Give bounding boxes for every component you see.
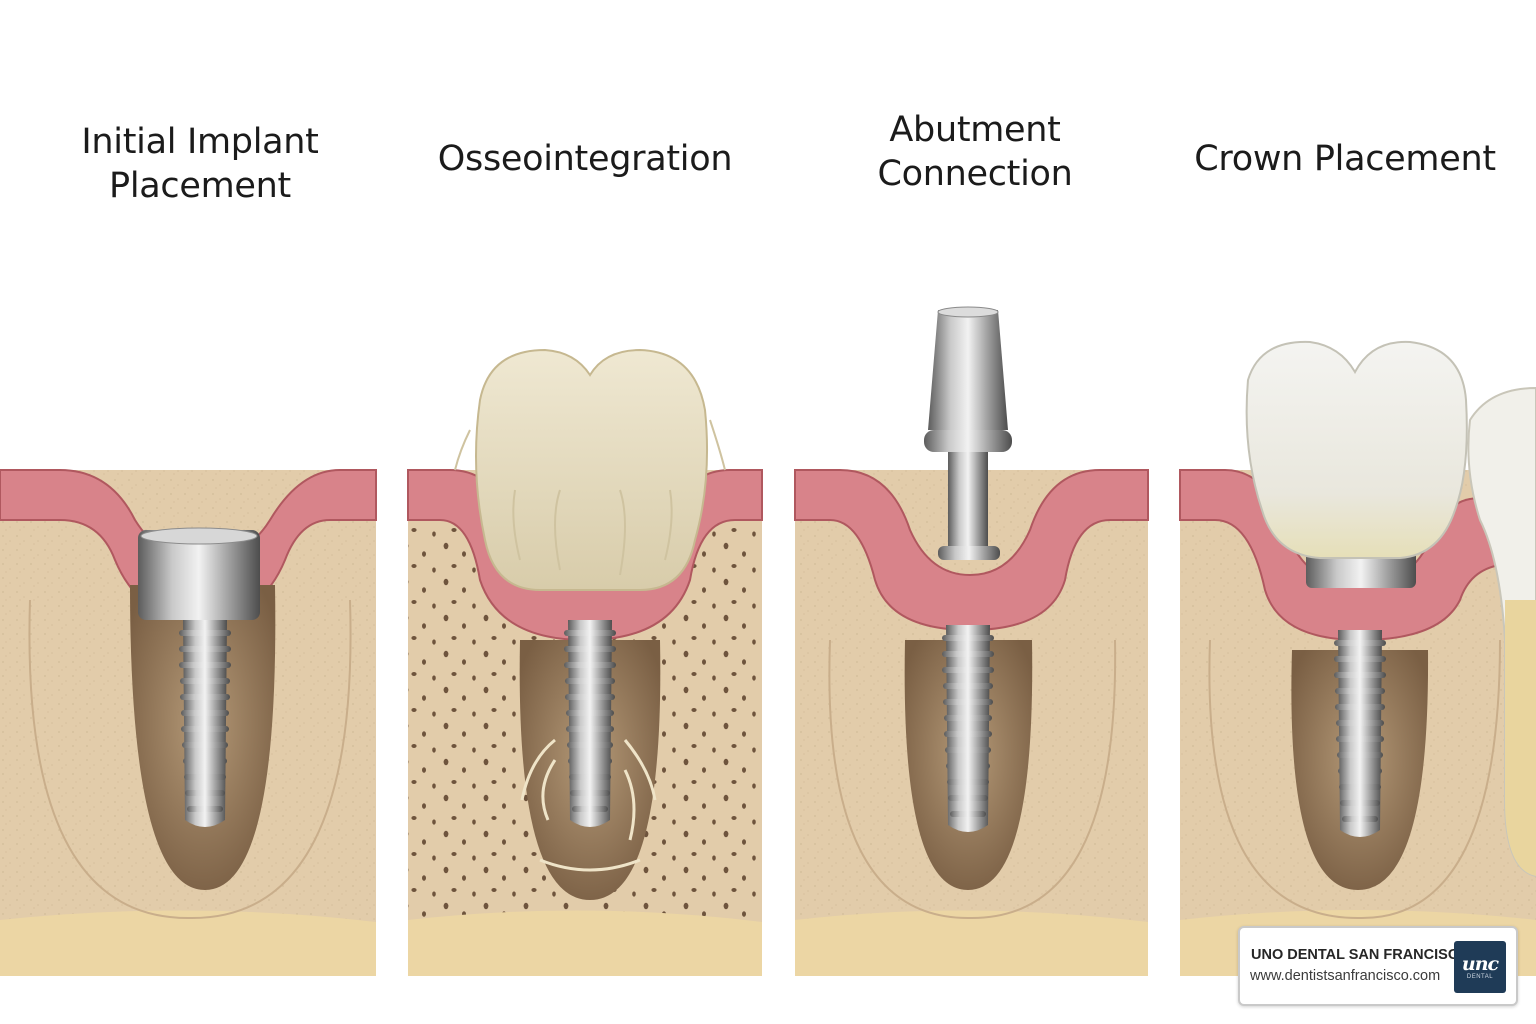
healing-cap bbox=[138, 530, 260, 620]
implant-fixture bbox=[1334, 630, 1386, 837]
brand-badge: UNO DENTAL SAN FRANCISCO www.dentistsanf… bbox=[1238, 926, 1518, 1006]
natural-tooth bbox=[475, 348, 708, 591]
panel-initial-implant-placement bbox=[0, 469, 377, 976]
brand-logo-mark: unc bbox=[1461, 953, 1499, 975]
stage-title-abutment-connection: Abutment Connection bbox=[877, 110, 1073, 194]
tooth-roots bbox=[454, 419, 726, 576]
brand-logo-sub: DENTAL bbox=[1466, 974, 1494, 980]
adjacent-tooth-root bbox=[1505, 600, 1536, 876]
implant-fixture bbox=[179, 620, 231, 827]
jaw-base bbox=[408, 910, 762, 976]
jaw-base bbox=[0, 910, 376, 976]
brand-url[interactable]: www.dentistsanfrancisco.com bbox=[1250, 968, 1441, 984]
implant-fixture bbox=[942, 625, 994, 832]
gum-tissue bbox=[794, 469, 1149, 632]
brand-name: UNO DENTAL SAN FRANCISCO bbox=[1251, 947, 1470, 963]
bone-integration-fibers bbox=[520, 738, 657, 872]
brand-logo: unc DENTAL bbox=[1454, 941, 1506, 993]
stage-title-crown-placement: Crown Placement bbox=[1194, 139, 1496, 179]
jaw-base bbox=[795, 910, 1148, 976]
stage-title-initial-implant-placement: Initial Implant Placement bbox=[81, 122, 319, 206]
panel-crown-placement bbox=[1179, 340, 1536, 976]
abutment bbox=[924, 306, 1012, 560]
panel-abutment-connection bbox=[794, 306, 1149, 976]
panel-osseointegration bbox=[407, 348, 763, 976]
dental-crown bbox=[1245, 340, 1468, 559]
implant-fixture bbox=[564, 620, 616, 827]
stage-title-osseointegration: Osseointegration bbox=[437, 139, 733, 179]
